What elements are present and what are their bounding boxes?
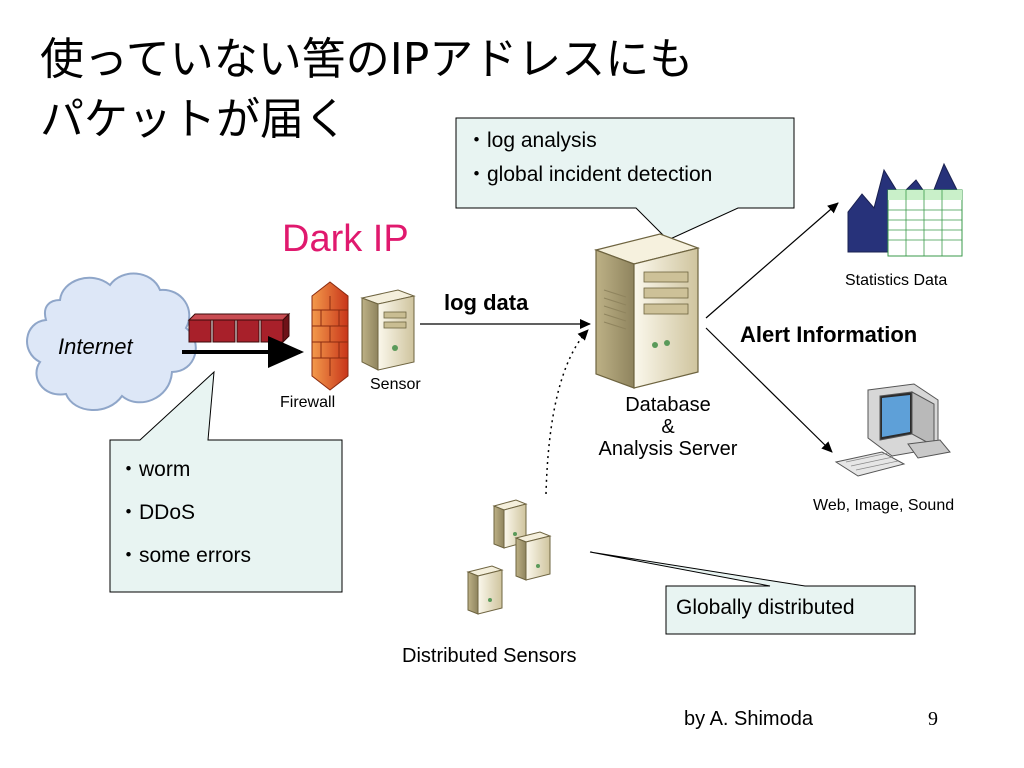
callout-global-shape <box>589 551 916 635</box>
callout-analysis-item: log analysis <box>466 124 712 158</box>
web-image-sound-label: Web, Image, Sound <box>813 497 955 514</box>
log-data-label: log data <box>444 290 529 315</box>
firewall-icon <box>311 281 349 391</box>
distributed-sensors-label: Distributed Sensors <box>402 645 577 667</box>
page-number: 9 <box>928 708 938 730</box>
cloud-icon <box>26 272 197 411</box>
firewall-label: Firewall <box>280 394 336 411</box>
database-label-line-1: Database <box>625 394 711 416</box>
dark-ip-label: Dark IP <box>282 218 409 260</box>
sensor-label: Sensor <box>370 376 421 393</box>
title-line-1: 使っていない筈のIPアドレスにも <box>40 34 694 85</box>
internet-label: Internet <box>58 334 133 359</box>
callout-threats: worm DDoS some errors <box>118 448 251 577</box>
author-credit: by A. Shimoda <box>684 708 813 730</box>
database-server-icon <box>593 233 701 389</box>
alert-to-statistics-arrow <box>705 202 839 319</box>
distributed-to-database-arrow <box>545 329 589 495</box>
statistics-chart-icon <box>847 162 963 257</box>
callout-threats-item: DDoS <box>118 491 251 534</box>
callout-analysis: log analysis global incident detection <box>466 124 712 192</box>
callout-threats-item: some errors <box>118 534 251 577</box>
computer-icon <box>834 383 951 477</box>
alert-to-web-arrow <box>705 327 833 453</box>
callout-threats-item: worm <box>118 448 251 491</box>
title-line-2: パケットが届く <box>40 94 348 145</box>
distributed-server-icon <box>466 499 552 615</box>
sensor-server-icon <box>360 289 416 371</box>
callout-analysis-item: global incident detection <box>466 158 712 192</box>
packet-icon <box>187 312 291 344</box>
callout-global: Globally distributed <box>676 596 855 619</box>
alert-information-label: Alert Information <box>740 322 918 347</box>
statistics-label: Statistics Data <box>845 272 948 289</box>
database-label: Database & Analysis Server <box>568 394 768 460</box>
database-label-line-2: & <box>661 416 675 438</box>
database-label-line-3: Analysis Server <box>598 438 738 460</box>
page-title: 使っていない筈のIPアドレスにも パケットが届く <box>40 30 820 150</box>
